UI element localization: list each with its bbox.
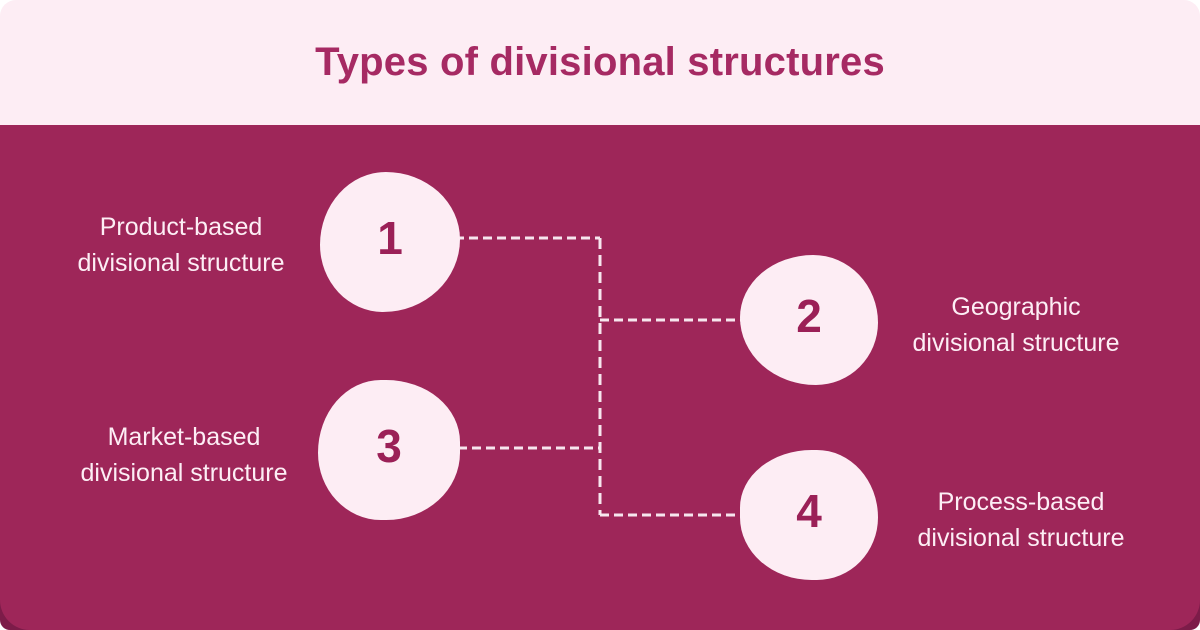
node-label-3: Market-based divisional structure [34, 419, 334, 491]
page-title: Types of divisional structures [315, 40, 885, 84]
node-label-1-line1: Product-based [99, 213, 263, 241]
node-number-3: 3 [376, 420, 402, 472]
node-label-4-line2: divisional structure [917, 524, 1125, 552]
header: Types of divisional structures [0, 0, 1200, 125]
node-label-4: Process-based divisional structure [871, 484, 1171, 556]
node-label-1: Product-based divisional structure [31, 209, 331, 281]
node-label-2-line2: divisional structure [912, 329, 1120, 357]
node-number-2: 2 [796, 290, 822, 342]
node-label-3-line2: divisional structure [80, 459, 288, 487]
node-blob-3: 3 [318, 380, 460, 520]
node-label-1-line2: divisional structure [77, 249, 285, 277]
node-number-1: 1 [377, 212, 403, 264]
diagram-panel: 1 2 3 4 Product-based divisional structu… [0, 125, 1200, 630]
node-label-2: Geographic divisional structure [866, 289, 1166, 361]
node-label-3-line1: Market-based [107, 423, 261, 451]
node-label-4-line1: Process-based [937, 488, 1105, 516]
node-number-4: 4 [796, 485, 822, 537]
node-label-2-line1: Geographic [951, 293, 1081, 321]
node-blob-4: 4 [740, 450, 878, 580]
node-blob-2: 2 [740, 255, 878, 385]
node-blob-1: 1 [320, 172, 460, 312]
